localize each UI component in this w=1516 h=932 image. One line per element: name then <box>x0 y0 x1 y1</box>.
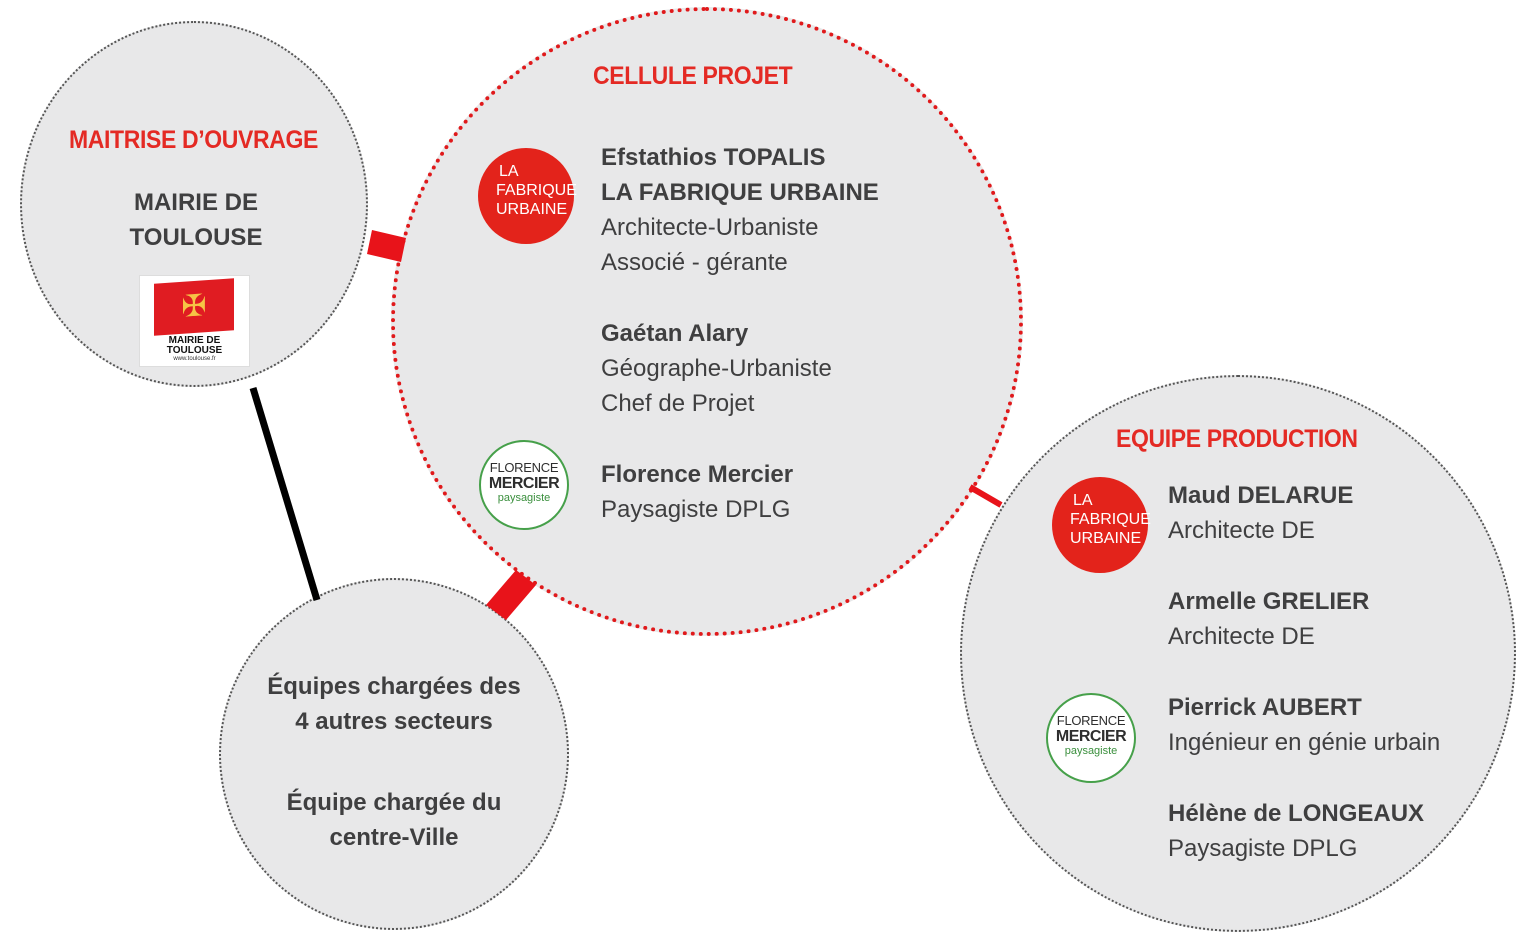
member-name: Efstathios TOPALIS <box>601 144 826 171</box>
cellule-member-topalis: Efstathios TOPALIS LA FABRIQUE URBAINE A… <box>601 140 879 280</box>
cellule-member-mercier: Florence Mercier Paysagiste DPLG <box>601 457 793 527</box>
fabrique-urbaine-logo: LA FABRIQUE URBAINE <box>1052 477 1151 573</box>
equipe-member-aubert: Pierrick AUBERT Ingénieur en génie urbai… <box>1168 690 1440 760</box>
member-role: Architecte DE <box>1168 517 1315 544</box>
mairie-logo-line1: MAIRIE DE <box>168 335 221 346</box>
fabrique-urbaine-logo: LA FABRIQUE URBAINE <box>478 148 577 244</box>
connector-maitrise-secteurs <box>249 386 321 602</box>
secteurs-other-teams: Équipes chargées des 4 autres secteurs <box>244 669 544 739</box>
secteurs-line3: Équipe chargée du <box>286 789 502 816</box>
secteurs-line2: 4 autres secteurs <box>295 708 493 735</box>
mercier-logo-line1: FLORENCE <box>1056 713 1126 728</box>
member-name: Hélène de LONGEAUX <box>1168 800 1425 827</box>
mercier-logo-line2: MERCIER <box>488 475 560 492</box>
member-role: Chef de Projet <box>601 390 755 417</box>
mairie-logo: ✠ MAIRIE DE TOULOUSE www.toulouse.fr <box>139 275 250 367</box>
member-role: Paysagiste DPLG <box>1168 835 1358 862</box>
equipe-member-longeaux: Hélène de LONGEAUX Paysagiste DPLG <box>1168 796 1424 866</box>
cellule-circle <box>391 7 1023 636</box>
equipe-member-delarue: Maud DELARUE Architecte DE <box>1168 478 1353 548</box>
maitrise-title: MAITRISE D’OUVRAGE <box>69 126 318 154</box>
florence-mercier-logo: FLORENCE MERCIER paysagiste <box>1046 693 1136 783</box>
member-name: Pierrick AUBERT <box>1168 694 1362 721</box>
member-role: Ingénieur en génie urbain <box>1168 729 1441 756</box>
cellule-member-alary: Gaétan Alary Géographe-Urbaniste Chef de… <box>601 316 832 421</box>
occitan-flag-icon: ✠ <box>154 278 234 336</box>
member-company: LA FABRIQUE URBAINE <box>601 179 879 206</box>
mercier-logo-line1: FLORENCE <box>489 460 559 475</box>
mairie-logo-url: www.toulouse.fr <box>173 356 216 362</box>
member-name: Armelle GRELIER <box>1168 588 1370 615</box>
secteurs-line4: centre-Ville <box>329 824 459 851</box>
mercier-logo-line2: MERCIER <box>1055 728 1127 745</box>
equipe-title: EQUIPE PRODUCTION <box>1116 425 1358 453</box>
secteurs-circle <box>219 578 569 930</box>
maitrise-name-line2: TOULOUSE <box>129 224 263 251</box>
member-role: Architecte DE <box>1168 623 1315 650</box>
maitrise-name: MAIRIE DE TOULOUSE <box>120 185 272 255</box>
cellule-title: CELLULE PROJET <box>593 62 793 90</box>
florence-mercier-logo: FLORENCE MERCIER paysagiste <box>479 440 569 530</box>
member-name: Gaétan Alary <box>601 320 749 347</box>
mairie-logo-line2: TOULOUSE <box>166 345 223 356</box>
connector-cellule-equipe <box>968 484 1003 508</box>
fabrique-logo-line3: URBAINE <box>1070 530 1142 547</box>
member-role: Paysagiste DPLG <box>601 496 791 523</box>
member-name: Maud DELARUE <box>1168 482 1354 509</box>
fabrique-logo-line3: URBAINE <box>496 201 568 218</box>
fabrique-logo-line2: FABRIQUE <box>1070 511 1151 528</box>
maitrise-name-line1: MAIRIE DE <box>133 189 258 216</box>
equipe-member-grelier: Armelle GRELIER Architecte DE <box>1168 584 1369 654</box>
member-name: Florence Mercier <box>601 461 794 488</box>
mercier-logo-line3: paysagiste <box>1064 745 1118 757</box>
member-role: Associé - gérante <box>601 249 788 276</box>
secteurs-centre-team: Équipe chargée du centre-Ville <box>244 785 544 855</box>
fabrique-logo-line2: FABRIQUE <box>496 182 577 199</box>
member-role: Architecte-Urbaniste <box>601 214 819 241</box>
fabrique-logo-line1: LA <box>499 163 519 180</box>
secteurs-line1: Équipes chargées des <box>267 673 521 700</box>
fabrique-logo-line1: LA <box>1073 492 1093 509</box>
mercier-logo-line3: paysagiste <box>497 492 551 504</box>
equipe-circle <box>960 375 1516 932</box>
member-role: Géographe-Urbaniste <box>601 355 832 382</box>
